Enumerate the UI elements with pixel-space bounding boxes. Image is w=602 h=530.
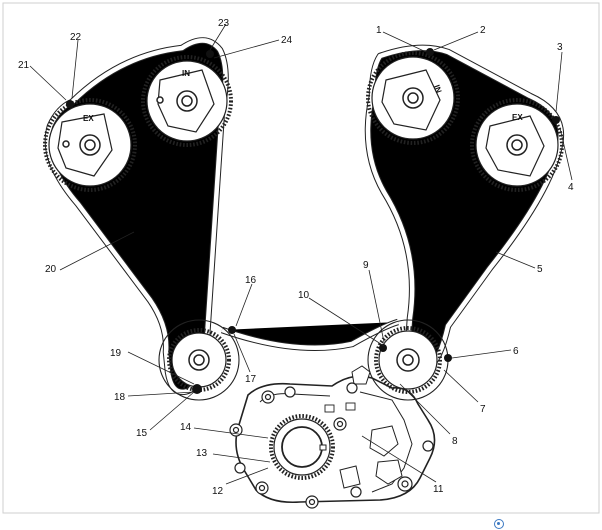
right-idler-sprocket <box>367 319 452 401</box>
right-intake-camshaft-sprocket <box>366 48 460 145</box>
callout-14: 14 <box>180 422 192 433</box>
callout-19: 19 <box>110 348 122 359</box>
callout-leader-lines <box>29 23 573 485</box>
callout-20: 20 <box>45 264 57 275</box>
callout-23: 23 <box>218 18 230 29</box>
callout-10: 10 <box>298 290 310 301</box>
callout-7: 7 <box>480 404 486 415</box>
callout-8: 8 <box>452 436 458 447</box>
callout-1: 1 <box>376 25 382 36</box>
sprocket-label-left-intake: IN <box>182 69 190 78</box>
callout-15: 15 <box>136 428 148 439</box>
sprocket-label-left-exhaust: EX <box>83 114 94 123</box>
crankshaft-sprocket <box>269 414 335 480</box>
callout-13: 13 <box>196 448 208 459</box>
callout-12: 12 <box>212 486 224 497</box>
callout-labels: 1 2 3 4 5 6 7 8 9 10 11 12 13 14 15 16 1… <box>18 18 574 497</box>
callout-16: 16 <box>245 275 257 286</box>
right-exhaust-camshaft-sprocket <box>470 98 564 192</box>
left-idler-sprocket <box>158 319 240 401</box>
timing-chains <box>48 40 561 391</box>
figure-frame <box>2 2 600 514</box>
callout-22: 22 <box>70 32 82 43</box>
left-exhaust-camshaft-sprocket <box>43 98 137 192</box>
callout-2: 2 <box>480 25 486 36</box>
engine-block <box>229 365 436 509</box>
callout-5: 5 <box>537 264 543 275</box>
callout-11: 11 <box>433 484 444 495</box>
sprocket-label-right-exhaust: EX <box>512 113 523 122</box>
pump-sprocket-tags <box>324 402 356 413</box>
callout-18: 18 <box>114 392 126 403</box>
callout-9: 9 <box>363 260 369 271</box>
left-intake-camshaft-sprocket <box>141 50 233 147</box>
magnifier-icon[interactable] <box>494 519 504 529</box>
callout-3: 3 <box>557 42 563 53</box>
callout-21: 21 <box>18 60 30 71</box>
callout-24: 24 <box>281 35 293 46</box>
callout-6: 6 <box>513 346 519 357</box>
callout-4: 4 <box>568 182 574 193</box>
sprocket-label-right-intake: IN <box>432 84 443 95</box>
callout-17: 17 <box>245 374 257 385</box>
